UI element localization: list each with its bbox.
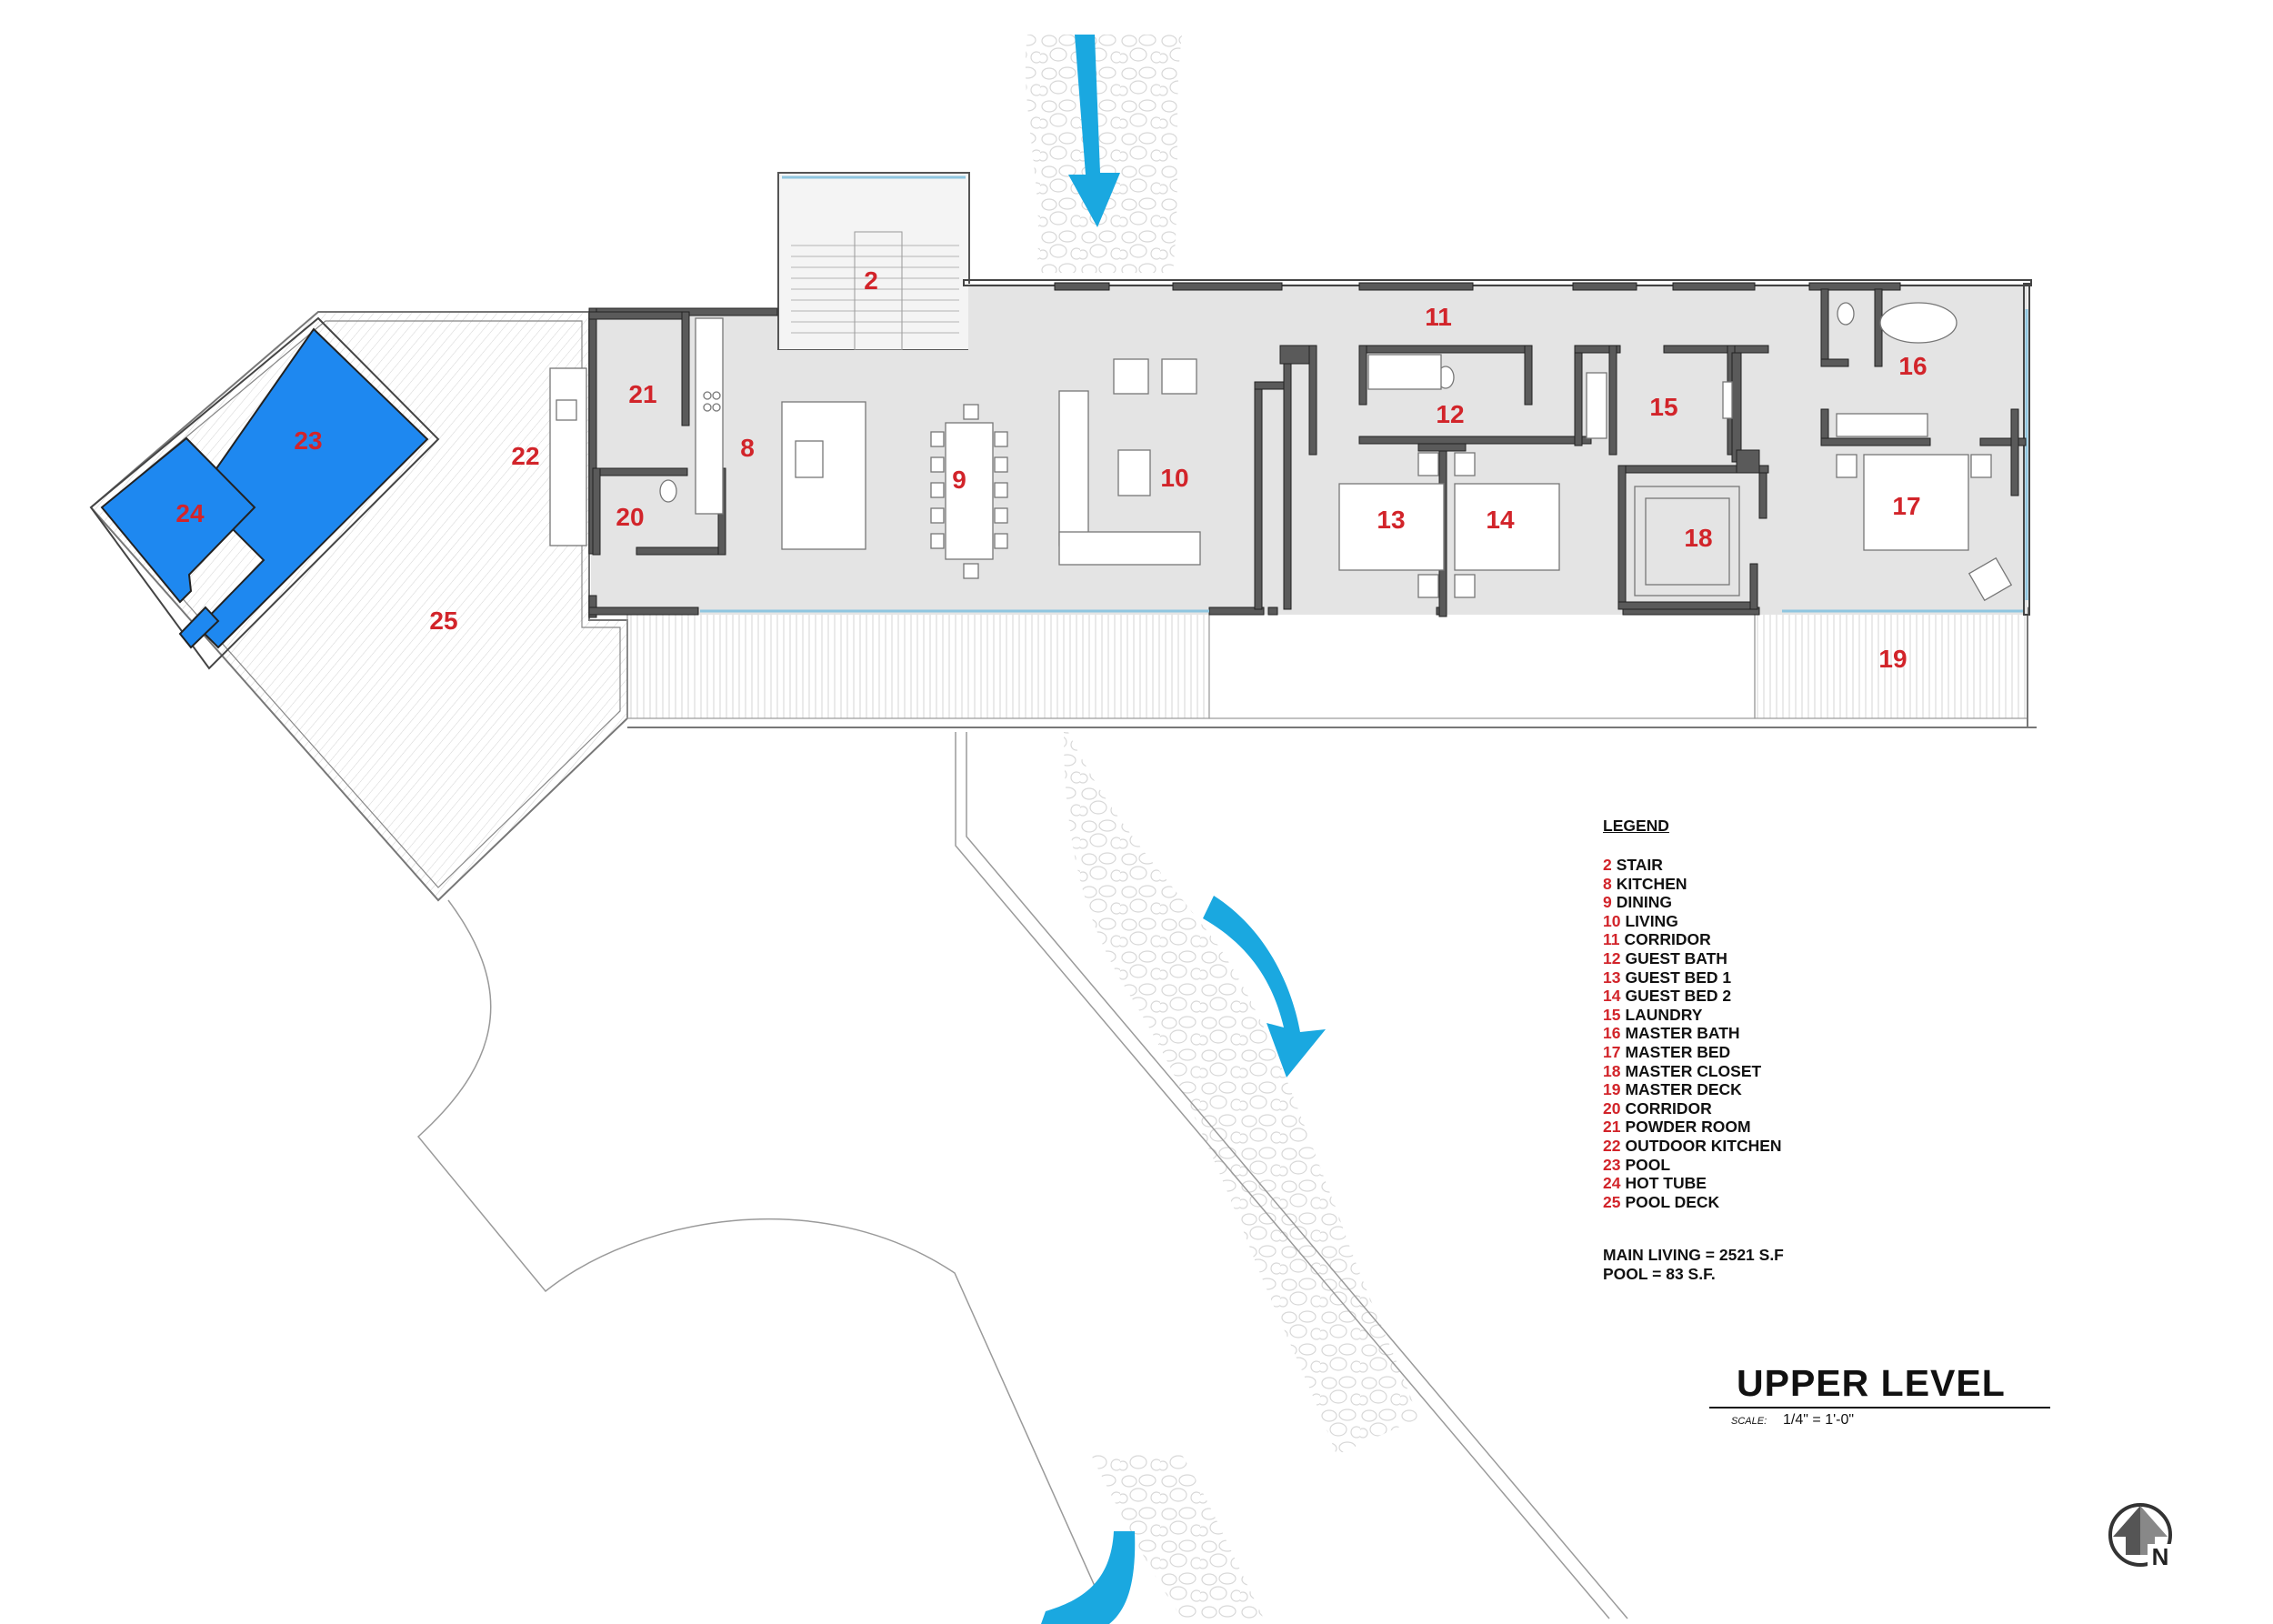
drawing-title: UPPER LEVEL [1737, 1362, 2006, 1404]
south-deck [626, 606, 2037, 728]
room-label: 2 [864, 266, 878, 295]
arrow-icon [1041, 35, 1326, 1624]
room-label: 11 [1425, 303, 1452, 331]
legend-title: LEGEND [1603, 817, 1669, 835]
room-label: 24 [175, 499, 205, 527]
room-label: 15 [1649, 393, 1677, 421]
room-label: 10 [1160, 464, 1188, 492]
stair [777, 172, 970, 351]
main-living-area: MAIN LIVING = 2521 S.F [1603, 1246, 1784, 1265]
pool-group [89, 316, 440, 670]
north-arrow-icon: N [2108, 1503, 2173, 1569]
room-label: 18 [1684, 524, 1712, 552]
title-underline [1709, 1407, 2050, 1408]
room-label: 19 [1878, 645, 1907, 673]
room-label: 17 [1892, 492, 1920, 520]
title-block: UPPER LEVEL SCALE: 1/4" = 1'-0" [1709, 1362, 2050, 1429]
hot-tub [100, 436, 256, 604]
room-label: 23 [294, 426, 322, 455]
area-summary: MAIN LIVING = 2521 S.F POOL = 83 S.F. [1603, 1246, 1784, 1284]
scale-label: SCALE: [1731, 1416, 1767, 1427]
room-numbers: 2 8 9 10 11 12 13 14 15 16 17 18 19 20 2… [175, 266, 1927, 673]
room-label: 22 [511, 442, 539, 470]
pool-area: POOL = 83 S.F. [1603, 1265, 1716, 1284]
pebble-creek [1025, 35, 1418, 1619]
room-label: 25 [429, 606, 457, 635]
room-label: 8 [740, 434, 755, 462]
scale-row: SCALE: 1/4" = 1'-0" [1731, 1412, 2050, 1429]
room-label: 16 [1898, 352, 1927, 380]
site-lines [416, 732, 1628, 1619]
north-label: N [2152, 1543, 2169, 1569]
room-label: 20 [616, 503, 644, 531]
room-label: 13 [1377, 506, 1405, 534]
room-label: 9 [952, 466, 966, 494]
room-label: 21 [628, 380, 656, 408]
scale-value: 1/4" = 1'-0" [1783, 1412, 1855, 1428]
room-label: 14 [1486, 506, 1515, 534]
fixtures [549, 302, 2013, 602]
room-label: 12 [1436, 400, 1464, 428]
